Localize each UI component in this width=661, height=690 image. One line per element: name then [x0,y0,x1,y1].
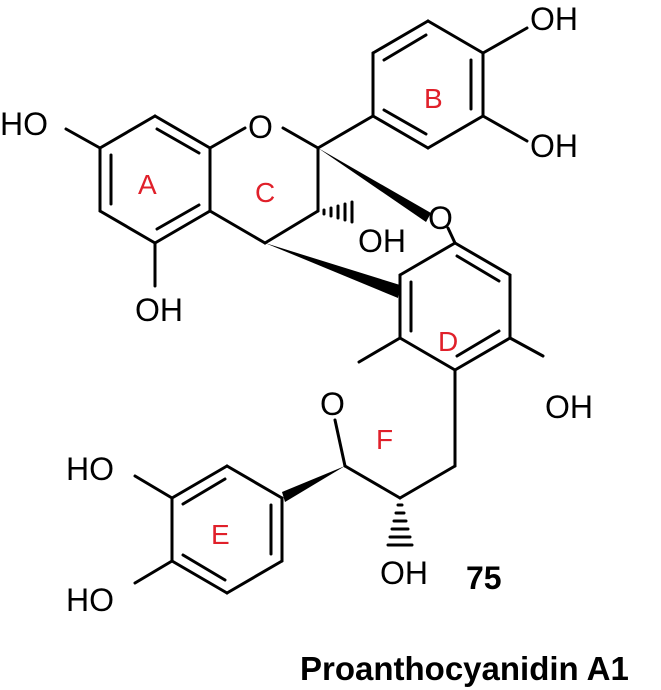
bond [371,114,430,150]
ring-label-e: E [211,519,230,550]
atom-ho-a: HO [0,106,48,142]
atom-labels: HO O OH OH OH OH O O OH HO HO OH [0,1,593,618]
compound-name: Proanthocyanidin A1 [300,650,629,687]
ring-label-f: F [376,424,393,455]
bond [455,329,501,358]
ring-labels: A B C D E F [138,83,458,550]
bond [133,559,174,585]
bond [371,19,430,55]
bond [64,127,102,150]
atom-o-ring-f: O [320,386,345,422]
ring-label-c: C [255,177,275,208]
bond [481,114,529,143]
bond [153,209,212,245]
bond [225,464,284,500]
bond [453,241,512,277]
bond [263,209,320,245]
bond [208,126,247,150]
bond [398,464,457,500]
bond [153,114,212,150]
compound-number: 75 [466,560,502,596]
bond [208,209,267,245]
bond [181,477,227,506]
atom-oh-c: OH [358,223,406,259]
atom-oh-d: OH [545,389,593,425]
atom-ho-e-top: HO [66,451,114,487]
atom-o-ring-c: O [248,109,273,145]
ring-label-b: B [424,83,443,114]
bond [398,336,457,372]
bond [225,559,284,595]
wedge-bond [318,148,431,222]
bond [170,464,229,500]
bond [508,336,545,358]
atom-oh-b-top: OH [530,1,578,37]
atom-oh-a: OH [135,292,183,328]
bond [357,336,402,364]
bond [382,108,428,136]
bond [281,126,320,150]
bond [155,203,201,231]
hashed-wedge [386,503,414,547]
bond [316,114,375,150]
bond [170,559,229,595]
ring-label-a: A [138,169,157,200]
bond [426,19,485,55]
bond [453,336,512,372]
bond [426,114,485,150]
bond [98,114,157,150]
atom-o-bridge: O [428,200,453,236]
bond [382,33,428,62]
bond [398,241,457,277]
bond [98,209,157,245]
hashed-wedge [322,200,354,224]
bond [343,464,402,500]
atom-oh-b-bottom: OH [530,128,578,164]
bond [446,226,457,245]
atom-ho-e-bottom: HO [66,582,114,618]
ring-label-d: D [438,326,458,357]
bond [455,254,501,283]
bond [155,127,201,155]
bonds [64,19,545,595]
atom-oh-f: OH [380,555,428,591]
bond [333,418,347,468]
bond [481,26,529,55]
wedge-bond [265,243,400,298]
bond [181,553,227,582]
bond [133,474,174,500]
wedge-bond [282,466,345,502]
